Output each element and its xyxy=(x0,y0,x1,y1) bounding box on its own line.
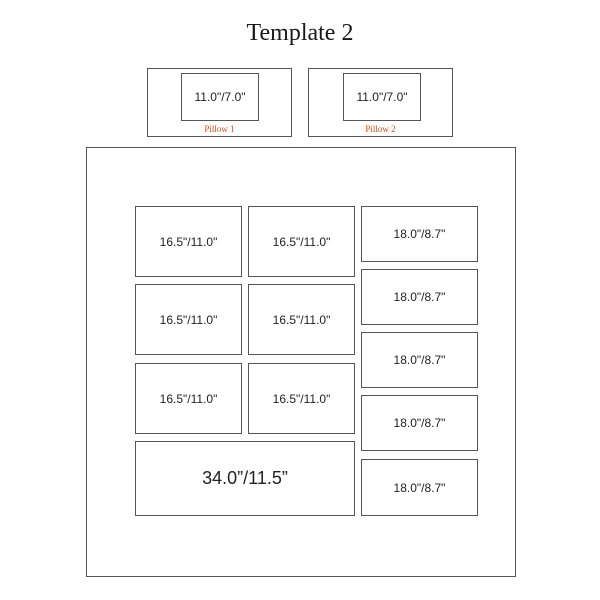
panel-r3-c1: 16.5"/11.0" xyxy=(135,363,242,434)
pillow-1-outline: 11.0"/7.0" Pillow 1 xyxy=(147,68,292,137)
pillow-2-label: Pillow 2 xyxy=(365,124,396,134)
pillow-1-label: Pillow 1 xyxy=(204,124,235,134)
pillow-2-outline: 11.0"/7.0" Pillow 2 xyxy=(308,68,453,137)
panel-large-bottom: 34.0”/11.5” xyxy=(135,441,355,516)
panel-r2-c2: 16.5"/11.0" xyxy=(248,284,355,355)
pillow-2-size: 11.0"/7.0" xyxy=(343,73,421,121)
panel-r1-c1: 16.5"/11.0" xyxy=(135,206,242,277)
panel-side-2: 18.0"/8.7" xyxy=(361,269,478,325)
panel-r2-c1: 16.5"/11.0" xyxy=(135,284,242,355)
panel-side-3: 18.0"/8.7" xyxy=(361,332,478,388)
page-title: Template 2 xyxy=(246,20,354,46)
panel-r3-c2: 16.5"/11.0" xyxy=(248,363,355,434)
panel-side-4: 18.0"/8.7" xyxy=(361,395,478,451)
pillow-1-size: 11.0"/7.0" xyxy=(181,73,259,121)
panel-side-1: 18.0"/8.7" xyxy=(361,206,478,262)
panel-r1-c2: 16.5"/11.0" xyxy=(248,206,355,277)
panel-side-5: 18.0"/8.7" xyxy=(361,459,478,516)
